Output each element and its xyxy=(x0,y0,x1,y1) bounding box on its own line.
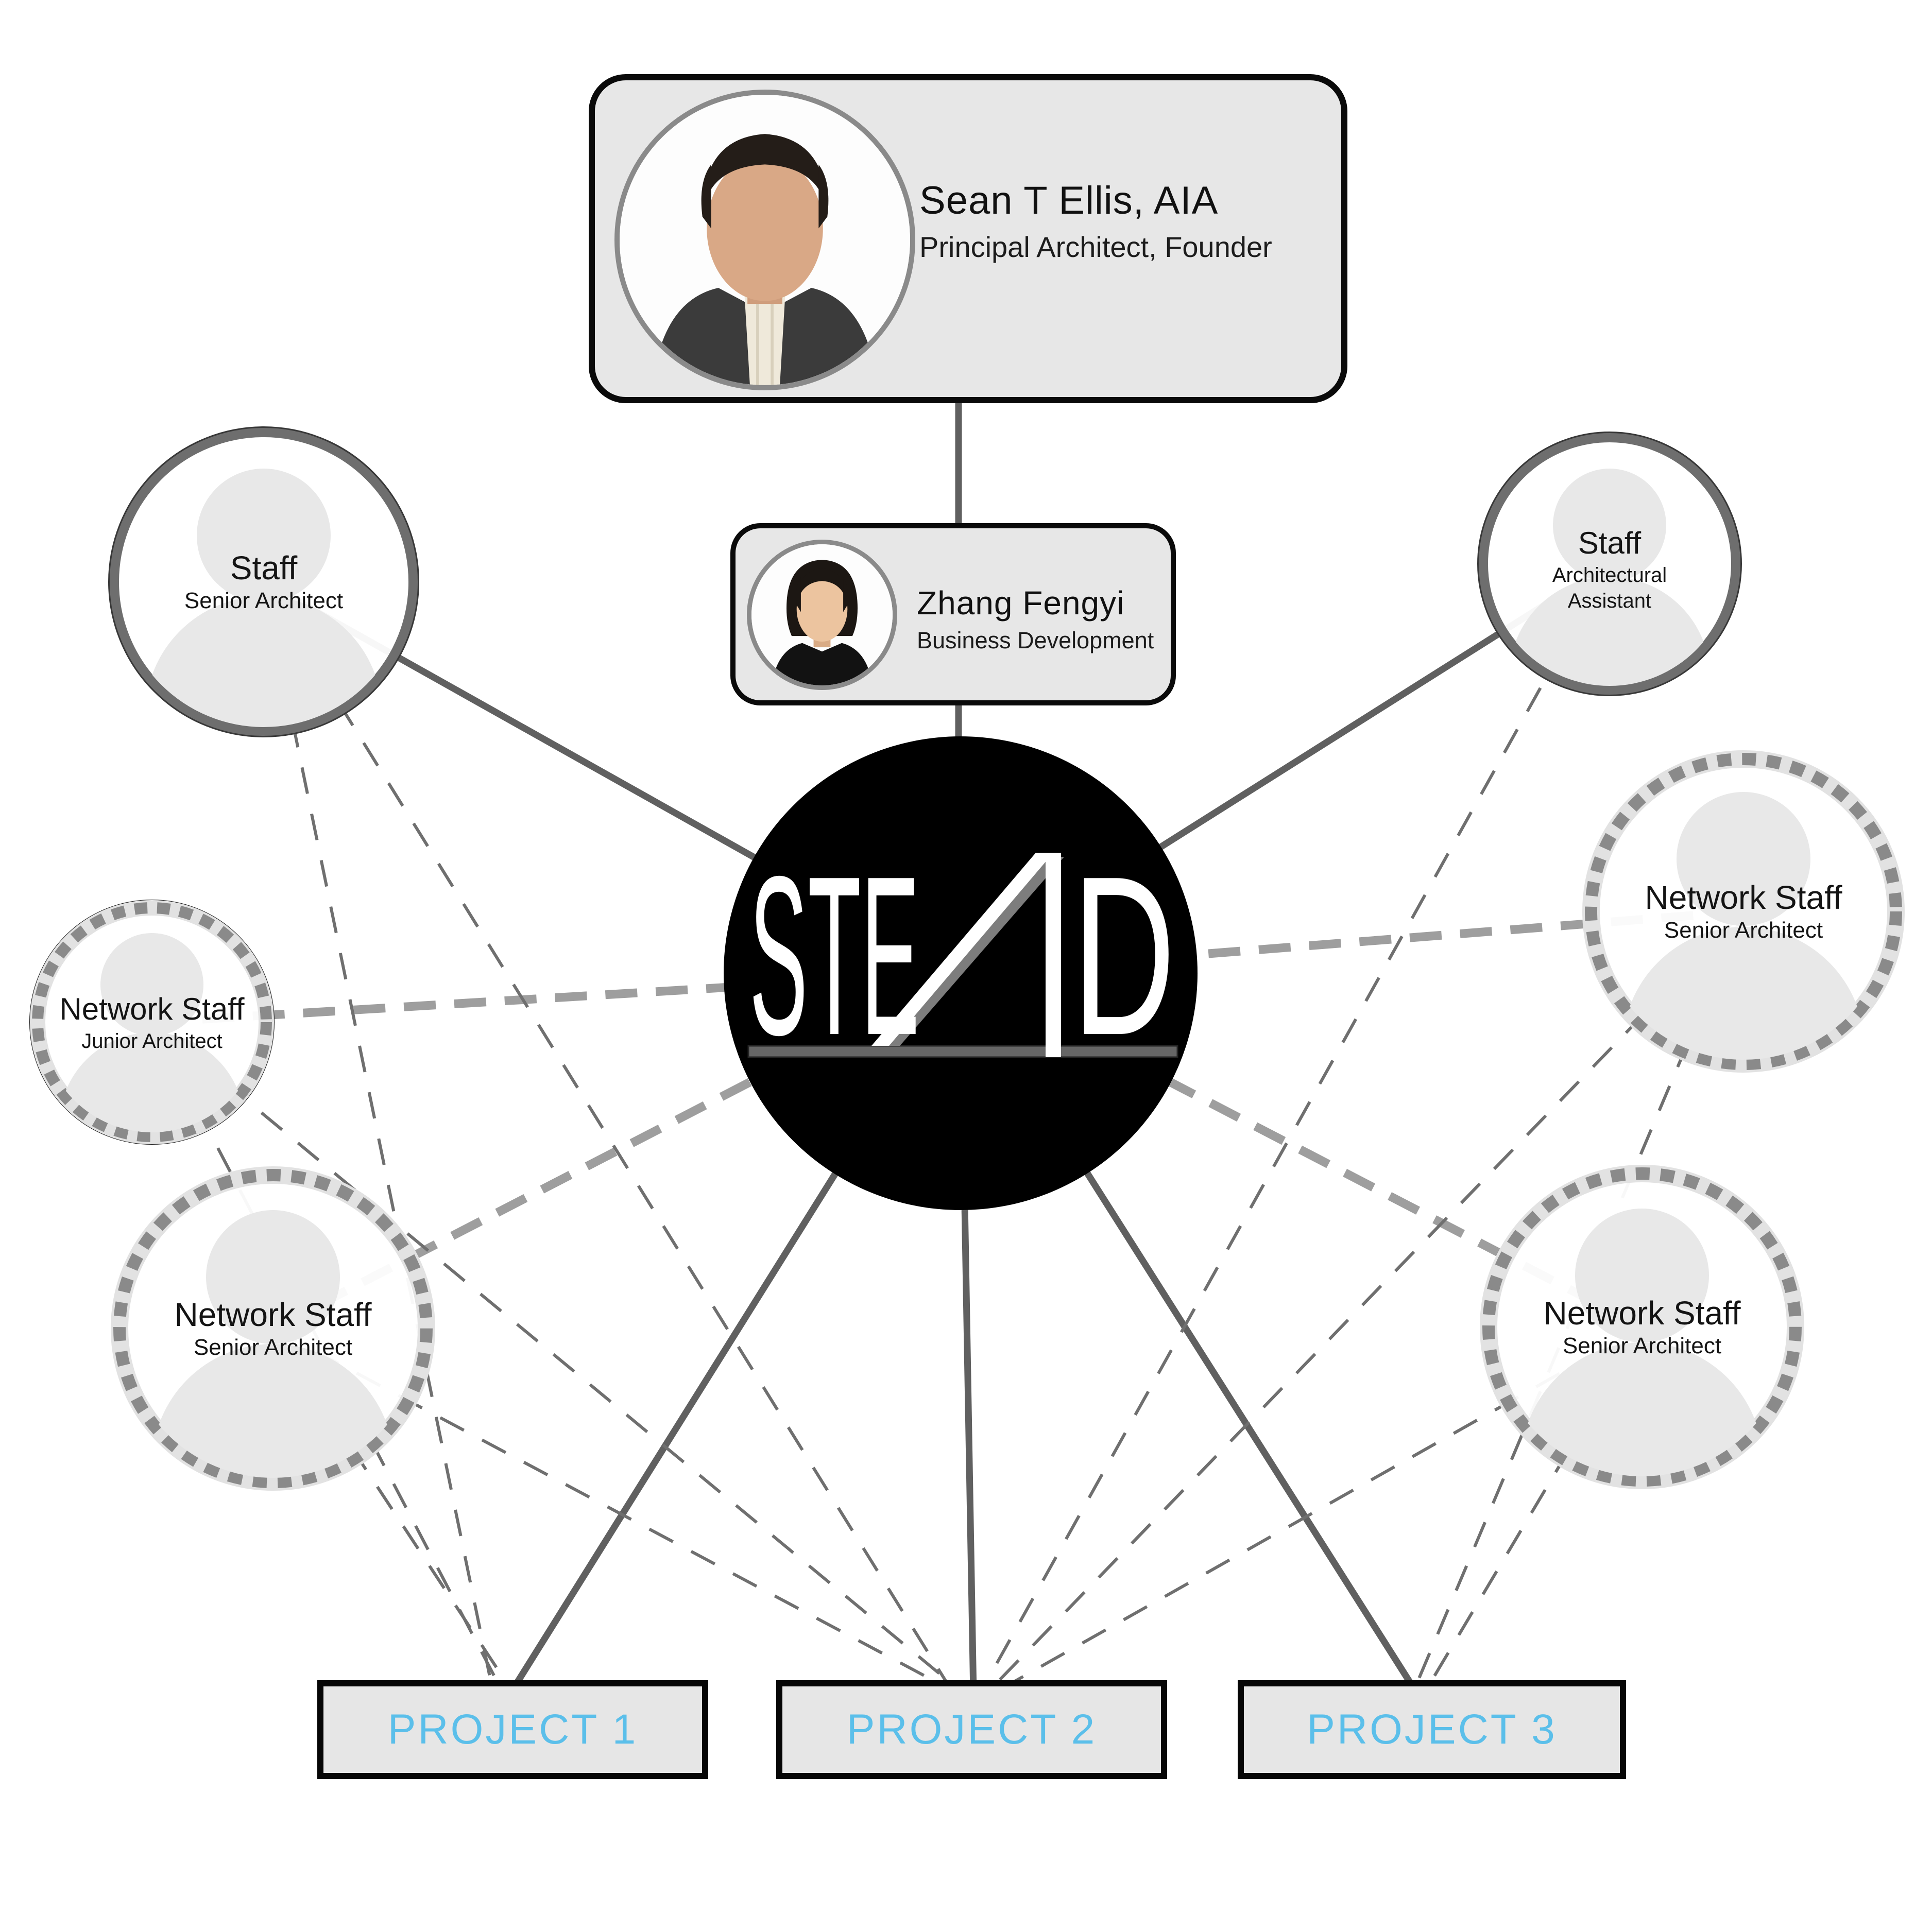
staff-label: Network Staff xyxy=(174,1296,372,1333)
stead-hub: STE D xyxy=(724,736,1198,1210)
label-staff-senior-architect: Staff Senior Architect xyxy=(130,549,398,615)
founder-title: Principal Architect, Founder xyxy=(919,231,1272,263)
node-network-senior-architect-right2 xyxy=(1480,1165,1804,1489)
project-2-box: PROJECT 2 xyxy=(776,1680,1167,1779)
person-silhouette-icon xyxy=(1622,792,1865,1060)
person-silhouette-icon xyxy=(59,933,245,1132)
label-network-senior-architect-right2: Network Staff Senior Architect xyxy=(1498,1294,1786,1360)
staff-label: Network Staff xyxy=(1645,879,1842,916)
bd-photo xyxy=(747,540,897,690)
node-network-senior-architect-right1 xyxy=(1582,750,1905,1073)
staff-role: Senior Architect xyxy=(1562,1333,1722,1358)
founder-name: Sean T Ellis, AIA xyxy=(919,179,1219,222)
bd-avatar-icon xyxy=(751,544,893,685)
connector-staffTL-project1 xyxy=(262,581,495,1695)
person-silhouette-icon xyxy=(1509,469,1710,686)
stead-logo-underline xyxy=(747,1045,1178,1058)
label-staff-architectural-assistant: Staff Architectural Assistant xyxy=(1525,524,1695,614)
founder-photo xyxy=(614,90,915,390)
project-1-box: PROJECT 1 xyxy=(317,1680,708,1779)
label-network-junior-architect: Network Staff Junior Architect xyxy=(39,990,265,1054)
bd-title: Business Development xyxy=(917,627,1154,653)
label-network-senior-architect-right1: Network Staff Senior Architect xyxy=(1599,878,1888,944)
project-2-label: PROJECT 2 xyxy=(846,1706,1097,1753)
connector-networkBL-project2 xyxy=(272,1327,960,1696)
connector-staffTL-project2 xyxy=(262,581,955,1695)
staff-role: Architectural Assistant xyxy=(1552,564,1667,612)
connector-networkBR-project2 xyxy=(991,1325,1643,1696)
staff-role: Junior Architect xyxy=(81,1030,223,1053)
project-3-label: PROJECT 3 xyxy=(1307,1706,1557,1753)
staff-label: Network Staff xyxy=(1543,1295,1741,1332)
label-network-senior-architect-left: Network Staff Senior Architect xyxy=(129,1296,417,1361)
bd-name: Zhang Fengyi xyxy=(917,584,1125,622)
connector-junior-project2 xyxy=(151,1021,965,1696)
node-network-senior-architect-left xyxy=(111,1166,435,1491)
connector-staffTR-project2 xyxy=(978,563,1611,1695)
person-silhouette-icon xyxy=(1521,1209,1763,1476)
stead-logo-text-left: STE xyxy=(749,830,919,1082)
founder-card: Sean T Ellis, AIA Principal Architect, F… xyxy=(589,74,1347,403)
stead-logo-a-glyph xyxy=(871,853,1064,1057)
person-silhouette-icon xyxy=(152,1210,394,1478)
staff-label: Staff xyxy=(1578,526,1642,560)
connector-networkRM-project2 xyxy=(984,910,1745,1696)
founder-avatar-icon xyxy=(620,95,910,385)
staff-role: Senior Architect xyxy=(1664,918,1823,943)
staff-role: Senior Architect xyxy=(193,1335,353,1360)
node-staff-senior-architect xyxy=(108,426,419,737)
node-staff-architectural-assistant xyxy=(1477,432,1742,696)
staff-label: Network Staff xyxy=(59,992,245,1026)
business-development-card: Zhang Fengyi Business Development xyxy=(730,523,1176,705)
project-1-label: PROJECT 1 xyxy=(387,1706,638,1753)
stead-logo-text-right: D xyxy=(1072,830,1175,1082)
staff-label: Staff xyxy=(230,549,298,587)
node-network-junior-architect xyxy=(29,900,275,1145)
project-3-box: PROJECT 3 xyxy=(1238,1680,1626,1779)
person-silhouette-icon xyxy=(145,469,382,727)
staff-role: Senior Architect xyxy=(184,588,344,613)
